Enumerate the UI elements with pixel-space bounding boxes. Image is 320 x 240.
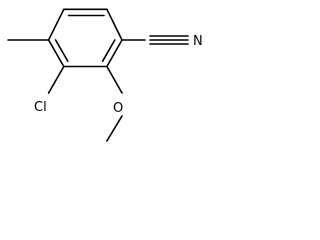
ring-double-bond-left xyxy=(54,39,69,63)
ring-bond-lower-right xyxy=(106,39,123,68)
ring-bond-upper-right xyxy=(106,8,123,41)
ring-double-bond-right xyxy=(101,39,116,63)
chlorine-label: Cl xyxy=(34,100,47,115)
chloro-bond xyxy=(47,65,65,94)
ring-bond-lower-left xyxy=(47,39,65,68)
nitrogen-label: N xyxy=(193,34,203,49)
oxygen-label: O xyxy=(113,101,123,116)
benzene-ring xyxy=(47,8,123,68)
ring-bond-upper-left xyxy=(47,8,65,41)
methoxy-methyl-bond xyxy=(106,115,123,142)
methoxy-o-bond xyxy=(106,65,123,94)
chemical-structure: N Cl O xyxy=(7,8,203,142)
